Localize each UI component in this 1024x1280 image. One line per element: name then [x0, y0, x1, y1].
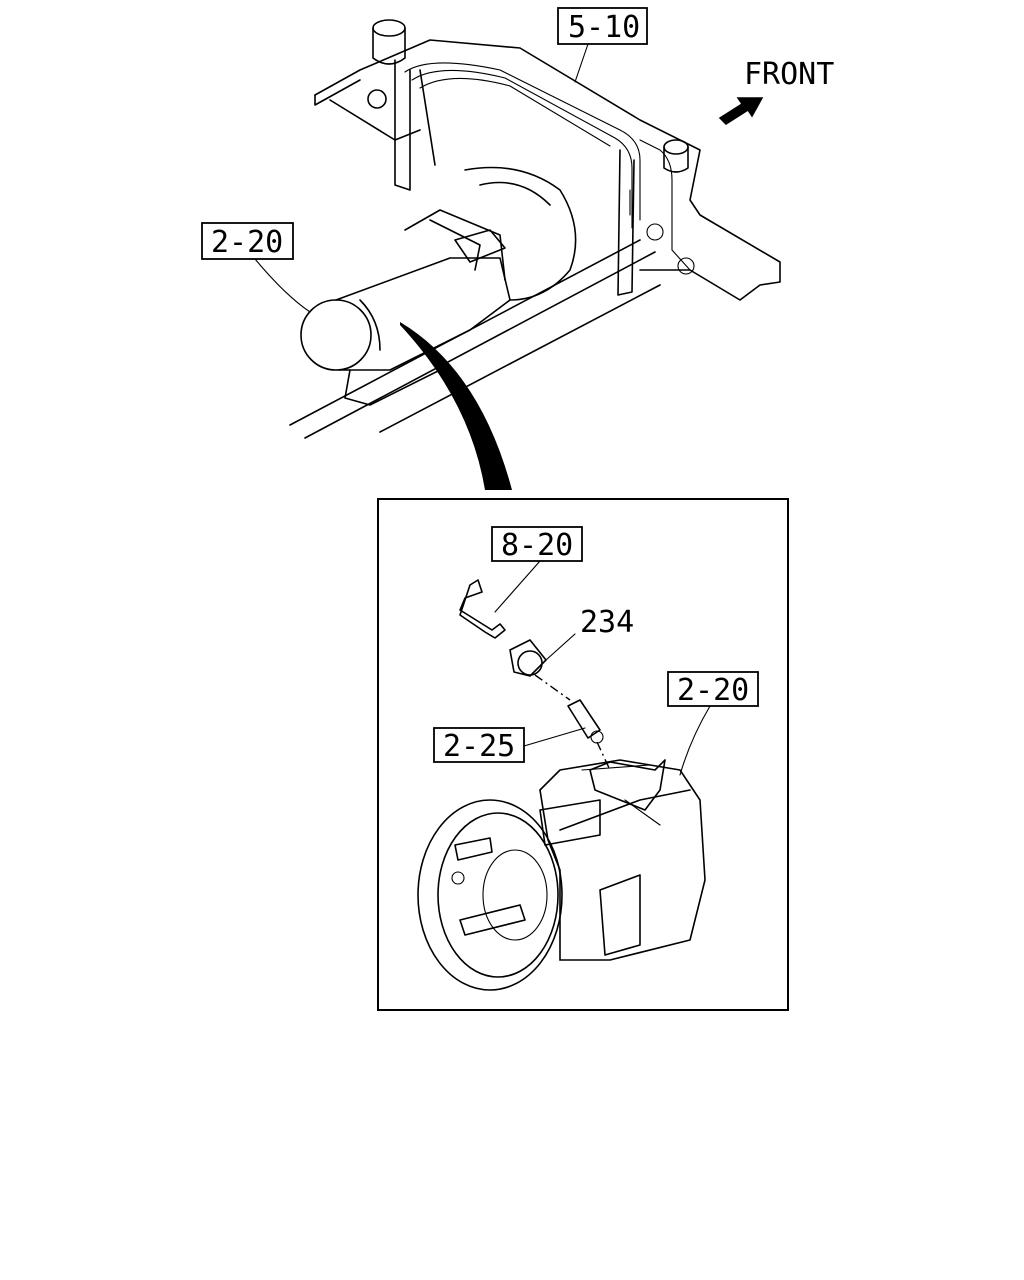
callout-2-20-overview-text: 2-20	[211, 225, 283, 260]
zoom-connector	[400, 322, 512, 490]
callout-234-text: 234	[580, 605, 634, 640]
harness-clip	[459, 579, 506, 639]
switch-part	[509, 633, 576, 701]
front-arrow-icon	[718, 97, 764, 125]
callout-2-20-detail: 2-20	[667, 671, 759, 776]
shift-rod-part	[567, 699, 611, 771]
callout-2-20-detail-text: 2-20	[677, 673, 749, 708]
transmission-detail	[417, 759, 706, 991]
callout-5-10: 5-10	[557, 7, 648, 83]
chassis-overview	[289, 19, 781, 439]
callout-8-20-text: 8-20	[501, 528, 573, 563]
callout-2-20-overview: 2-20	[201, 222, 311, 313]
callout-5-10-text: 5-10	[568, 10, 640, 45]
callout-2-25: 2-25	[433, 727, 586, 764]
detail-frame	[377, 498, 789, 1011]
front-label: FRONT	[744, 57, 834, 92]
callout-8-20: 8-20	[491, 526, 583, 613]
callout-2-25-text: 2-25	[443, 729, 515, 764]
